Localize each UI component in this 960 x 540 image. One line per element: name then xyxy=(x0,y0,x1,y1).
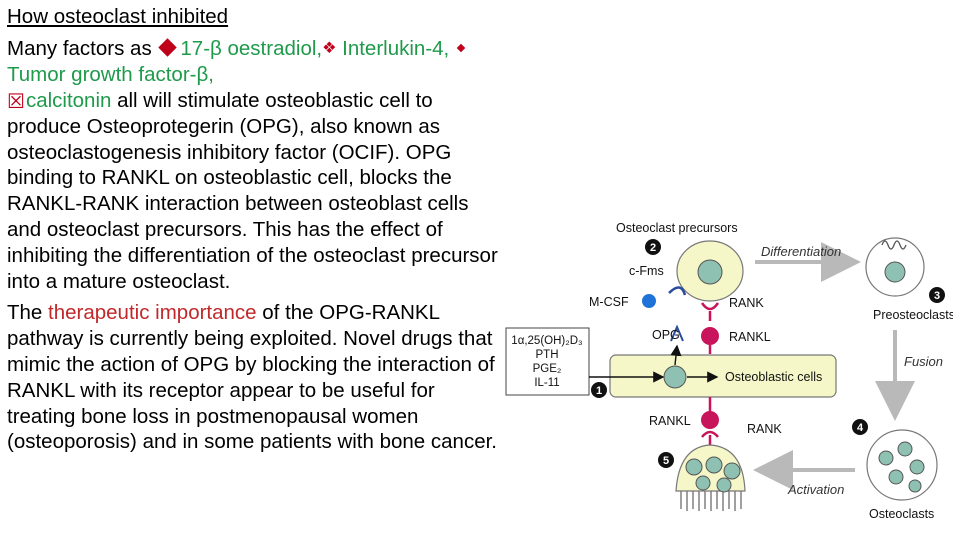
label-rank-top: RANK xyxy=(729,296,764,310)
label-osteoblastic-cells: Osteoblastic cells xyxy=(725,370,822,384)
pathway-diagram: Osteoclast precursors c-Fms M-CSF RANK R… xyxy=(505,221,953,521)
label-opg: OPG xyxy=(652,328,680,342)
factor-calcitonin: calcitonin xyxy=(25,89,112,113)
mcsf-ligand-icon xyxy=(642,294,656,308)
svg-text:2: 2 xyxy=(650,242,656,254)
small-diamond-bullet-icon xyxy=(456,43,466,53)
label-fusion: Fusion xyxy=(904,354,943,369)
page-title: How osteoclast inhibited xyxy=(7,5,229,28)
factor-oestradiol: 17-β oestradiol, xyxy=(180,36,323,60)
pseudopod-icon xyxy=(881,240,907,250)
label-differentiation: Differentiation xyxy=(761,244,841,259)
label-cfms: c-Fms xyxy=(629,264,664,278)
rankl-bottom-icon xyxy=(701,411,719,429)
paragraph-therapeutic: The therapeutic importance of the OPG-RA… xyxy=(7,300,502,455)
svg-text:5: 5 xyxy=(663,455,669,467)
label-rankl-bottom: RANKL xyxy=(649,414,691,428)
osteoblastic-cell xyxy=(609,354,837,398)
quad-diamond-bullet-icon: ❖ xyxy=(322,40,337,58)
step-2-badge xyxy=(645,239,661,255)
osteoclast-pathway-figure: Osteoclast precursors c-Fms M-CSF RANK R… xyxy=(503,215,953,528)
paragraph-factors: Many factors as 17-β oestradiol,❖ Interl… xyxy=(7,36,502,295)
paragraph2-prefix: The xyxy=(7,301,49,325)
paragraph-prefix: Many factors as xyxy=(7,36,158,60)
step-4-badge xyxy=(852,419,868,435)
step-3-badge xyxy=(929,287,945,303)
text-column: How osteoclast inhibited Many factors as… xyxy=(7,4,502,455)
osteoblast-nucleus xyxy=(663,365,687,389)
precursor-nucleus xyxy=(697,259,723,285)
paragraph-body: all will stimulate osteoblastic cell to … xyxy=(7,89,498,293)
label-rank-bottom: RANK xyxy=(747,422,782,436)
label-mcsf: M-CSF xyxy=(589,295,629,309)
factor-interleukin: Interlukin-4, xyxy=(342,36,455,60)
factor-pge2: PGE₂ xyxy=(533,363,562,375)
osteoclast-cell xyxy=(866,429,938,501)
label-osteoclast-precursors: Osteoclast precursors xyxy=(616,221,738,235)
rankl-top-icon xyxy=(701,327,719,345)
boxed-x-bullet-icon: ☒ xyxy=(7,90,25,113)
paragraph2-body: of the OPG-RANKL pathway is currently be… xyxy=(7,301,497,454)
label-osteoclasts: Osteoclasts xyxy=(869,507,934,521)
ruffled-border xyxy=(680,491,742,511)
diamond-bullet-icon xyxy=(158,38,178,58)
step-1-badge xyxy=(591,382,607,398)
opg-icon xyxy=(670,324,684,342)
factor-pth: PTH xyxy=(536,349,559,361)
step-5-badge xyxy=(658,452,674,468)
svg-text:4: 4 xyxy=(857,422,864,434)
label-rankl-top: RANKL xyxy=(729,330,771,344)
factor-tgf: Tumor growth factor-β, xyxy=(7,63,214,87)
rank-receptor-bottom-icon xyxy=(701,430,719,438)
therapeutic-highlight: therapeutic importance xyxy=(48,301,257,325)
svg-text:1: 1 xyxy=(596,385,602,397)
label-preosteoclasts: Preosteoclasts xyxy=(873,308,953,322)
factor-vitamin-d: 1α,25(OH)₂D₃ xyxy=(511,335,583,347)
factor-il11: IL-11 xyxy=(534,377,559,389)
rank-receptor-top-icon xyxy=(700,302,720,311)
svg-text:3: 3 xyxy=(934,290,940,302)
factor-box xyxy=(505,327,590,396)
label-activation: Activation xyxy=(787,482,844,497)
cfms-receptor-icon xyxy=(668,286,687,296)
